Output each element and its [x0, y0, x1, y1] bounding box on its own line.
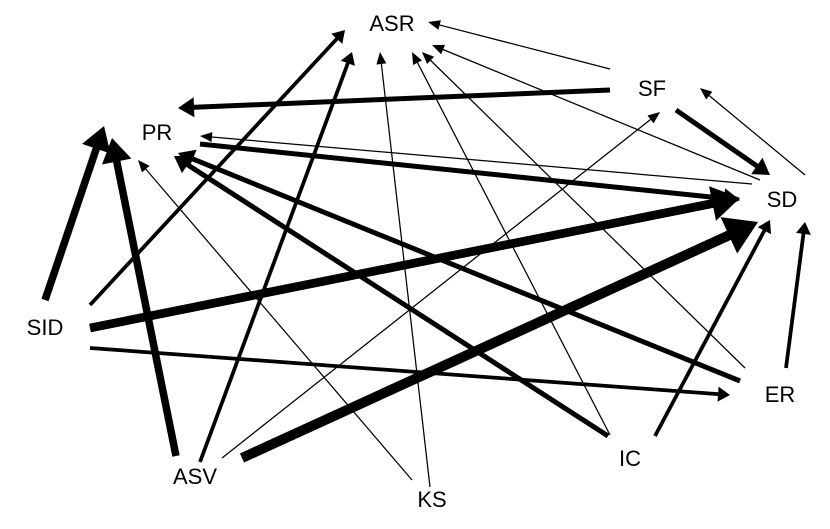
edge-sd-to-asr: [432, 44, 761, 181]
node-label-ks: KS: [417, 487, 446, 512]
edge-line: [89, 346, 720, 397]
edge-sid-to-er: [89, 346, 730, 402]
edge-asv-to-sf: [221, 112, 660, 459]
node-label-layer: ASR SF PR SD SID ER IC ASV KS: [27, 11, 798, 512]
arrowhead-icon: [720, 217, 758, 254]
node-label-ic: IC: [619, 446, 641, 471]
edge-sf-to-sd: [674, 107, 770, 175]
edge-line: [89, 198, 718, 333]
edge-sd-to-sf: [700, 88, 806, 176]
node-label-asr: ASR: [369, 11, 414, 36]
edge-line: [416, 60, 611, 436]
edge-ic-to-sd: [653, 220, 771, 437]
arrowhead-icon: [717, 386, 730, 402]
arrowhead-icon: [751, 157, 770, 175]
node-label-asv: ASV: [173, 464, 217, 489]
node-label-sid: SID: [27, 315, 64, 340]
edge-line: [199, 141, 727, 202]
edge-ic-to-pr: [174, 156, 610, 439]
node-label-sd: SD: [767, 187, 798, 212]
edge-er-to-asr: [422, 52, 746, 369]
node-label-sf: SF: [638, 76, 666, 101]
edge-line: [437, 23, 611, 70]
edge-line: [428, 58, 746, 369]
edge-line: [221, 117, 653, 459]
arrowhead-icon: [700, 88, 713, 100]
edge-sf-to-pr: [178, 87, 611, 118]
edge-line: [41, 144, 102, 302]
edge-line: [707, 94, 806, 176]
arrowhead-icon: [432, 44, 445, 55]
edge-line: [144, 167, 413, 481]
edge-asv-to-pr: [102, 138, 180, 457]
arrowhead-icon: [647, 112, 660, 124]
edge-line: [184, 161, 610, 439]
edge-asv-to-sd: [239, 217, 758, 463]
edge-line: [784, 231, 806, 369]
arrowhead-icon: [428, 20, 441, 30]
edge-sid-to-asr: [88, 30, 345, 307]
edge-sd-to-pr: [200, 132, 753, 185]
arrowhead-icon: [178, 97, 195, 118]
arrowhead-icon: [102, 138, 132, 165]
edge-line: [239, 228, 736, 463]
edge-line: [191, 87, 611, 110]
edge-line: [653, 228, 767, 437]
arrowhead-icon: [709, 186, 740, 221]
arrowhead-icon: [422, 52, 435, 64]
edge-line: [189, 155, 741, 384]
edge-asv-to-asr: [198, 52, 355, 463]
arrowhead-icon: [200, 132, 213, 142]
edge-line: [198, 60, 351, 463]
edge-sid-to-pr: [41, 126, 111, 302]
arrowhead-icon: [82, 126, 111, 154]
edge-layer: [41, 20, 811, 488]
edge-sid-to-sd: [89, 186, 740, 333]
node-label-er: ER: [765, 382, 796, 407]
edge-ks-to-asr: [376, 52, 431, 488]
edge-line: [112, 157, 180, 457]
node-label-pr: PR: [142, 120, 173, 145]
arrowhead-icon: [757, 220, 771, 235]
edge-er-to-sd: [784, 222, 811, 369]
arrowhead-icon: [138, 160, 150, 173]
arrowhead-icon: [376, 52, 387, 65]
edge-sf-to-asr: [428, 20, 611, 70]
arrowhead-icon: [412, 52, 422, 65]
arrowhead-icon: [331, 30, 345, 44]
edge-line: [210, 136, 753, 185]
arrowhead-icon: [174, 156, 193, 174]
edge-line: [441, 48, 761, 181]
arrowhead-icon: [340, 52, 355, 66]
edge-line: [380, 62, 431, 488]
edge-ic-to-asr: [412, 52, 611, 436]
arrowhead-icon: [796, 222, 811, 235]
edge-line: [88, 36, 340, 307]
edge-ks-to-pr: [138, 160, 413, 481]
edge-line: [674, 107, 761, 170]
